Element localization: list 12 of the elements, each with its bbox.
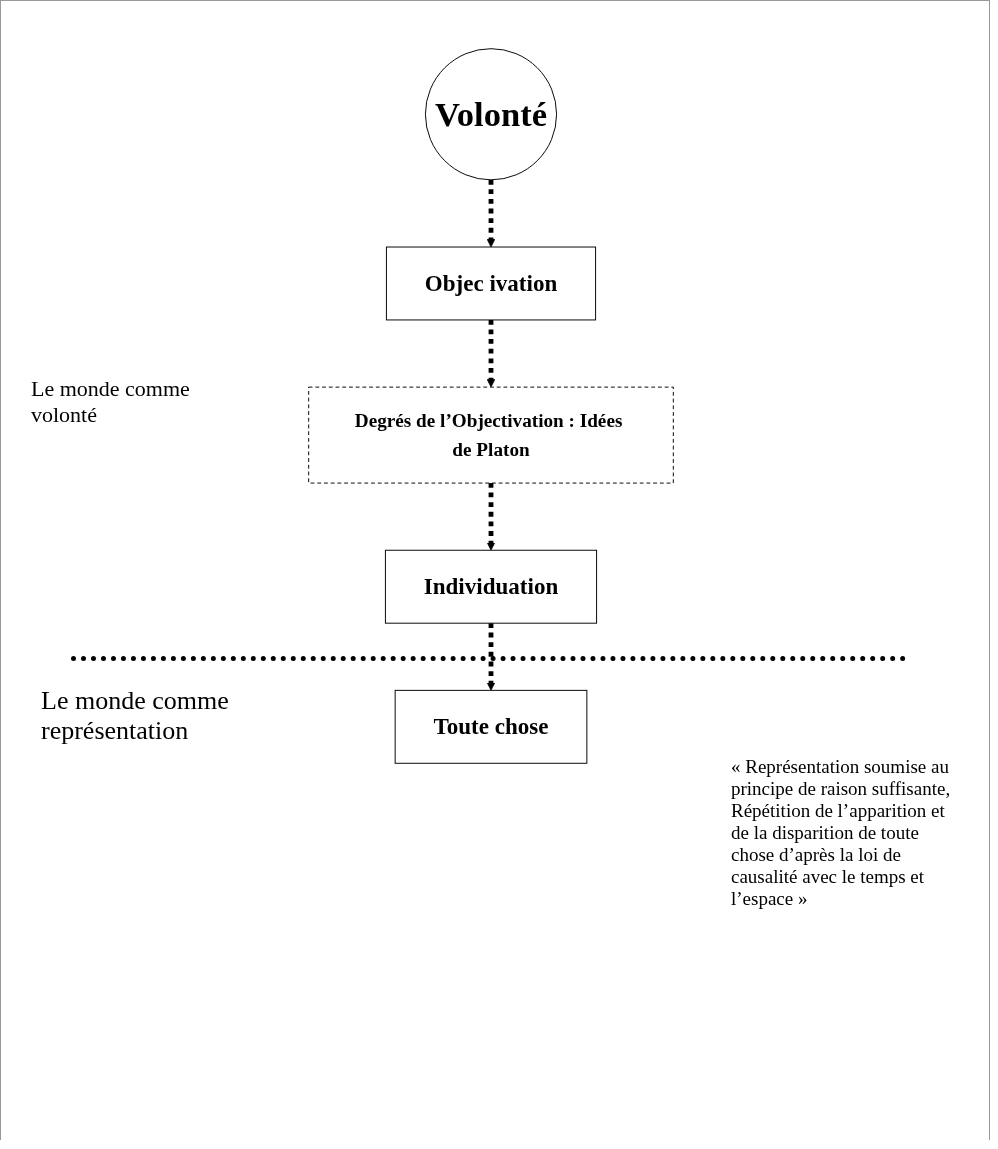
arrow xyxy=(486,623,496,691)
node-box: Toute chose xyxy=(394,689,588,764)
section-label: Le monde comme représentation xyxy=(41,686,230,746)
node-circle: Volonté xyxy=(424,48,558,181)
node-box: Individuation xyxy=(384,549,598,624)
node-box: Degrés de l’Objectivation : Idées de Platon xyxy=(308,386,674,484)
arrow xyxy=(486,319,496,388)
section-label: Le monde comme volonté xyxy=(31,376,191,428)
arrow xyxy=(486,483,496,551)
arrow xyxy=(486,179,496,248)
node-box: Objec ivation xyxy=(385,246,597,321)
note-text: « Représentation soumise au principe de raison suffisante, Répétition de l’apparition et de la disparition de toute chose d’après la loi de causalité avec le temps et l’espace » xyxy=(731,756,952,910)
